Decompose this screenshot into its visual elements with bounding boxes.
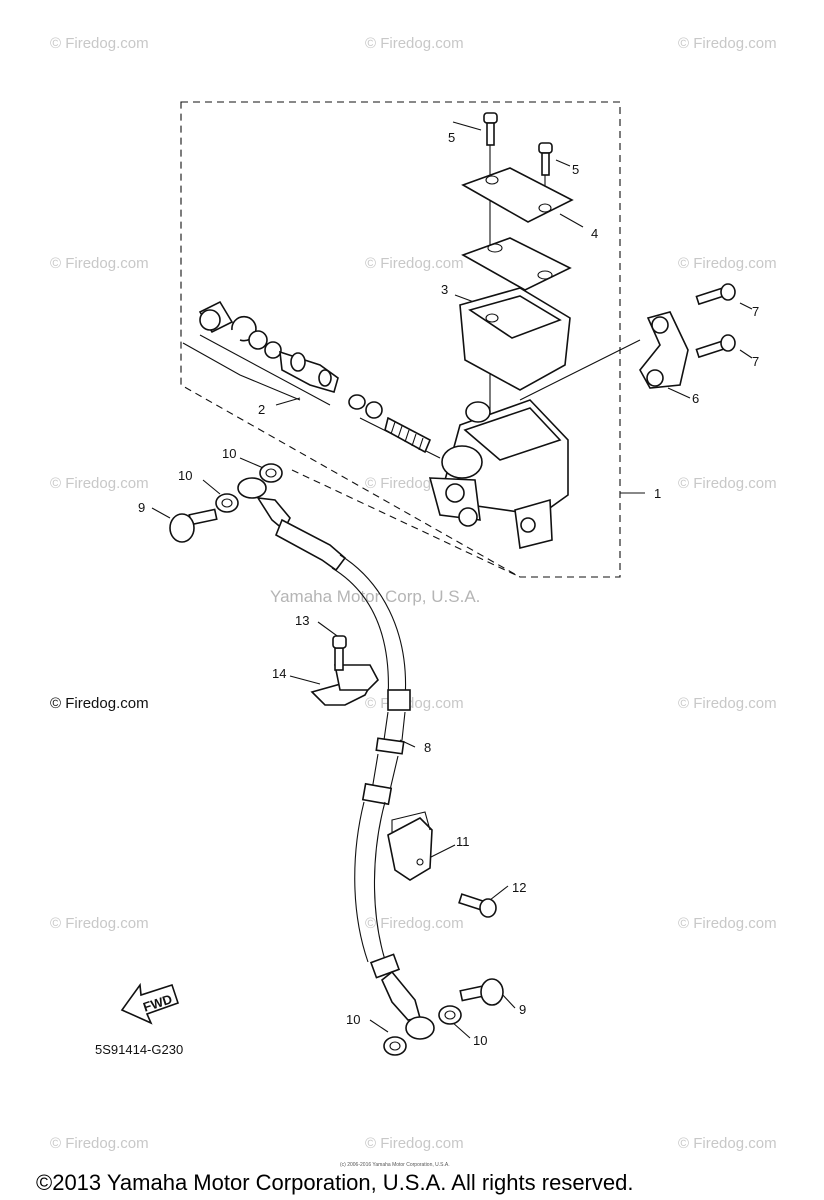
watermark: © Firedog.com (678, 1135, 777, 1152)
callout-10: 10 (473, 1033, 487, 1048)
watermark: © Firedog.com (365, 35, 464, 52)
fwd-arrow-icon: FWD (120, 982, 180, 1025)
watermark: © Firedog.com (50, 255, 149, 272)
piston-kit (198, 300, 432, 454)
banjo-bolt (169, 508, 218, 543)
callout-7: 7 (752, 354, 759, 369)
leader-dashed-lower (291, 469, 521, 578)
callout-14: 14 (272, 666, 286, 681)
watermark: © Firedog.com (50, 915, 149, 932)
hose-holder (387, 811, 433, 881)
holder-bolt (458, 893, 497, 918)
watermark: © Firedog.com (365, 695, 464, 712)
callout-4: 4 (591, 226, 598, 241)
copper-washer (259, 463, 283, 483)
diagram-code: 5S91414-G230 (95, 1042, 183, 1057)
banjo-bolt (459, 978, 504, 1006)
copper-washer (215, 493, 239, 513)
watermark: © Firedog.com (678, 255, 777, 272)
cap-screw (483, 112, 498, 146)
master-cylinder-body (428, 399, 569, 549)
watermark-layer: © Firedog.com © Firedog.com © Firedog.co… (50, 35, 777, 1152)
callout-9: 9 (138, 500, 145, 515)
callouts: 1 2 3 4 5 5 6 7 7 8 9 9 10 10 10 10 11 1… (138, 130, 759, 1048)
brake-hose (237, 477, 435, 1040)
watermark: © Firedog.com (365, 1135, 464, 1152)
watermark: © Firedog.com (50, 1135, 149, 1152)
diaphragm-plate (459, 287, 571, 391)
callout-5: 5 (448, 130, 455, 145)
watermark: © Firedog.com (678, 915, 777, 932)
leader-lines (151, 121, 753, 1039)
copper-washer (383, 1036, 407, 1056)
callout-9: 9 (519, 1002, 526, 1017)
holder-clamp (639, 311, 689, 389)
fine-print: (c) 2006-2016 Yamaha Motor Corporation, … (340, 1162, 450, 1168)
callout-3: 3 (441, 282, 448, 297)
watermark: © Firedog.com (50, 35, 149, 52)
reservoir-cap (461, 167, 574, 291)
callout-1: 1 (654, 486, 661, 501)
callout-6: 6 (692, 391, 699, 406)
watermark: © Firedog.com (678, 475, 777, 492)
watermark: © Firedog.com (678, 35, 777, 52)
hose-guide (310, 635, 379, 706)
cap-screw (538, 142, 553, 176)
holder-bolt (695, 283, 736, 306)
copper-washer (438, 1005, 462, 1025)
callout-10: 10 (178, 468, 192, 483)
callout-12: 12 (512, 880, 526, 895)
assembly-boundary (180, 101, 621, 578)
callout-11: 11 (456, 834, 470, 849)
copyright-notice: ©2013 Yamaha Motor Corporation, U.S.A. A… (36, 1170, 633, 1195)
holder-bolt (695, 334, 736, 359)
callout-10: 10 (222, 446, 236, 461)
firedog-label: © Firedog.com (50, 695, 149, 712)
callout-10: 10 (346, 1012, 360, 1027)
watermark: © Firedog.com (50, 475, 149, 492)
corp-watermark: Yamaha Motor Corp, U.S.A. (270, 587, 480, 606)
callout-8: 8 (424, 740, 431, 755)
callout-13: 13 (295, 613, 309, 628)
watermark: © Firedog.com (365, 915, 464, 932)
watermark: © Firedog.com (365, 255, 464, 272)
callout-5: 5 (572, 162, 579, 177)
watermark: © Firedog.com (678, 695, 777, 712)
callout-7: 7 (752, 304, 759, 319)
callout-2: 2 (258, 402, 265, 417)
